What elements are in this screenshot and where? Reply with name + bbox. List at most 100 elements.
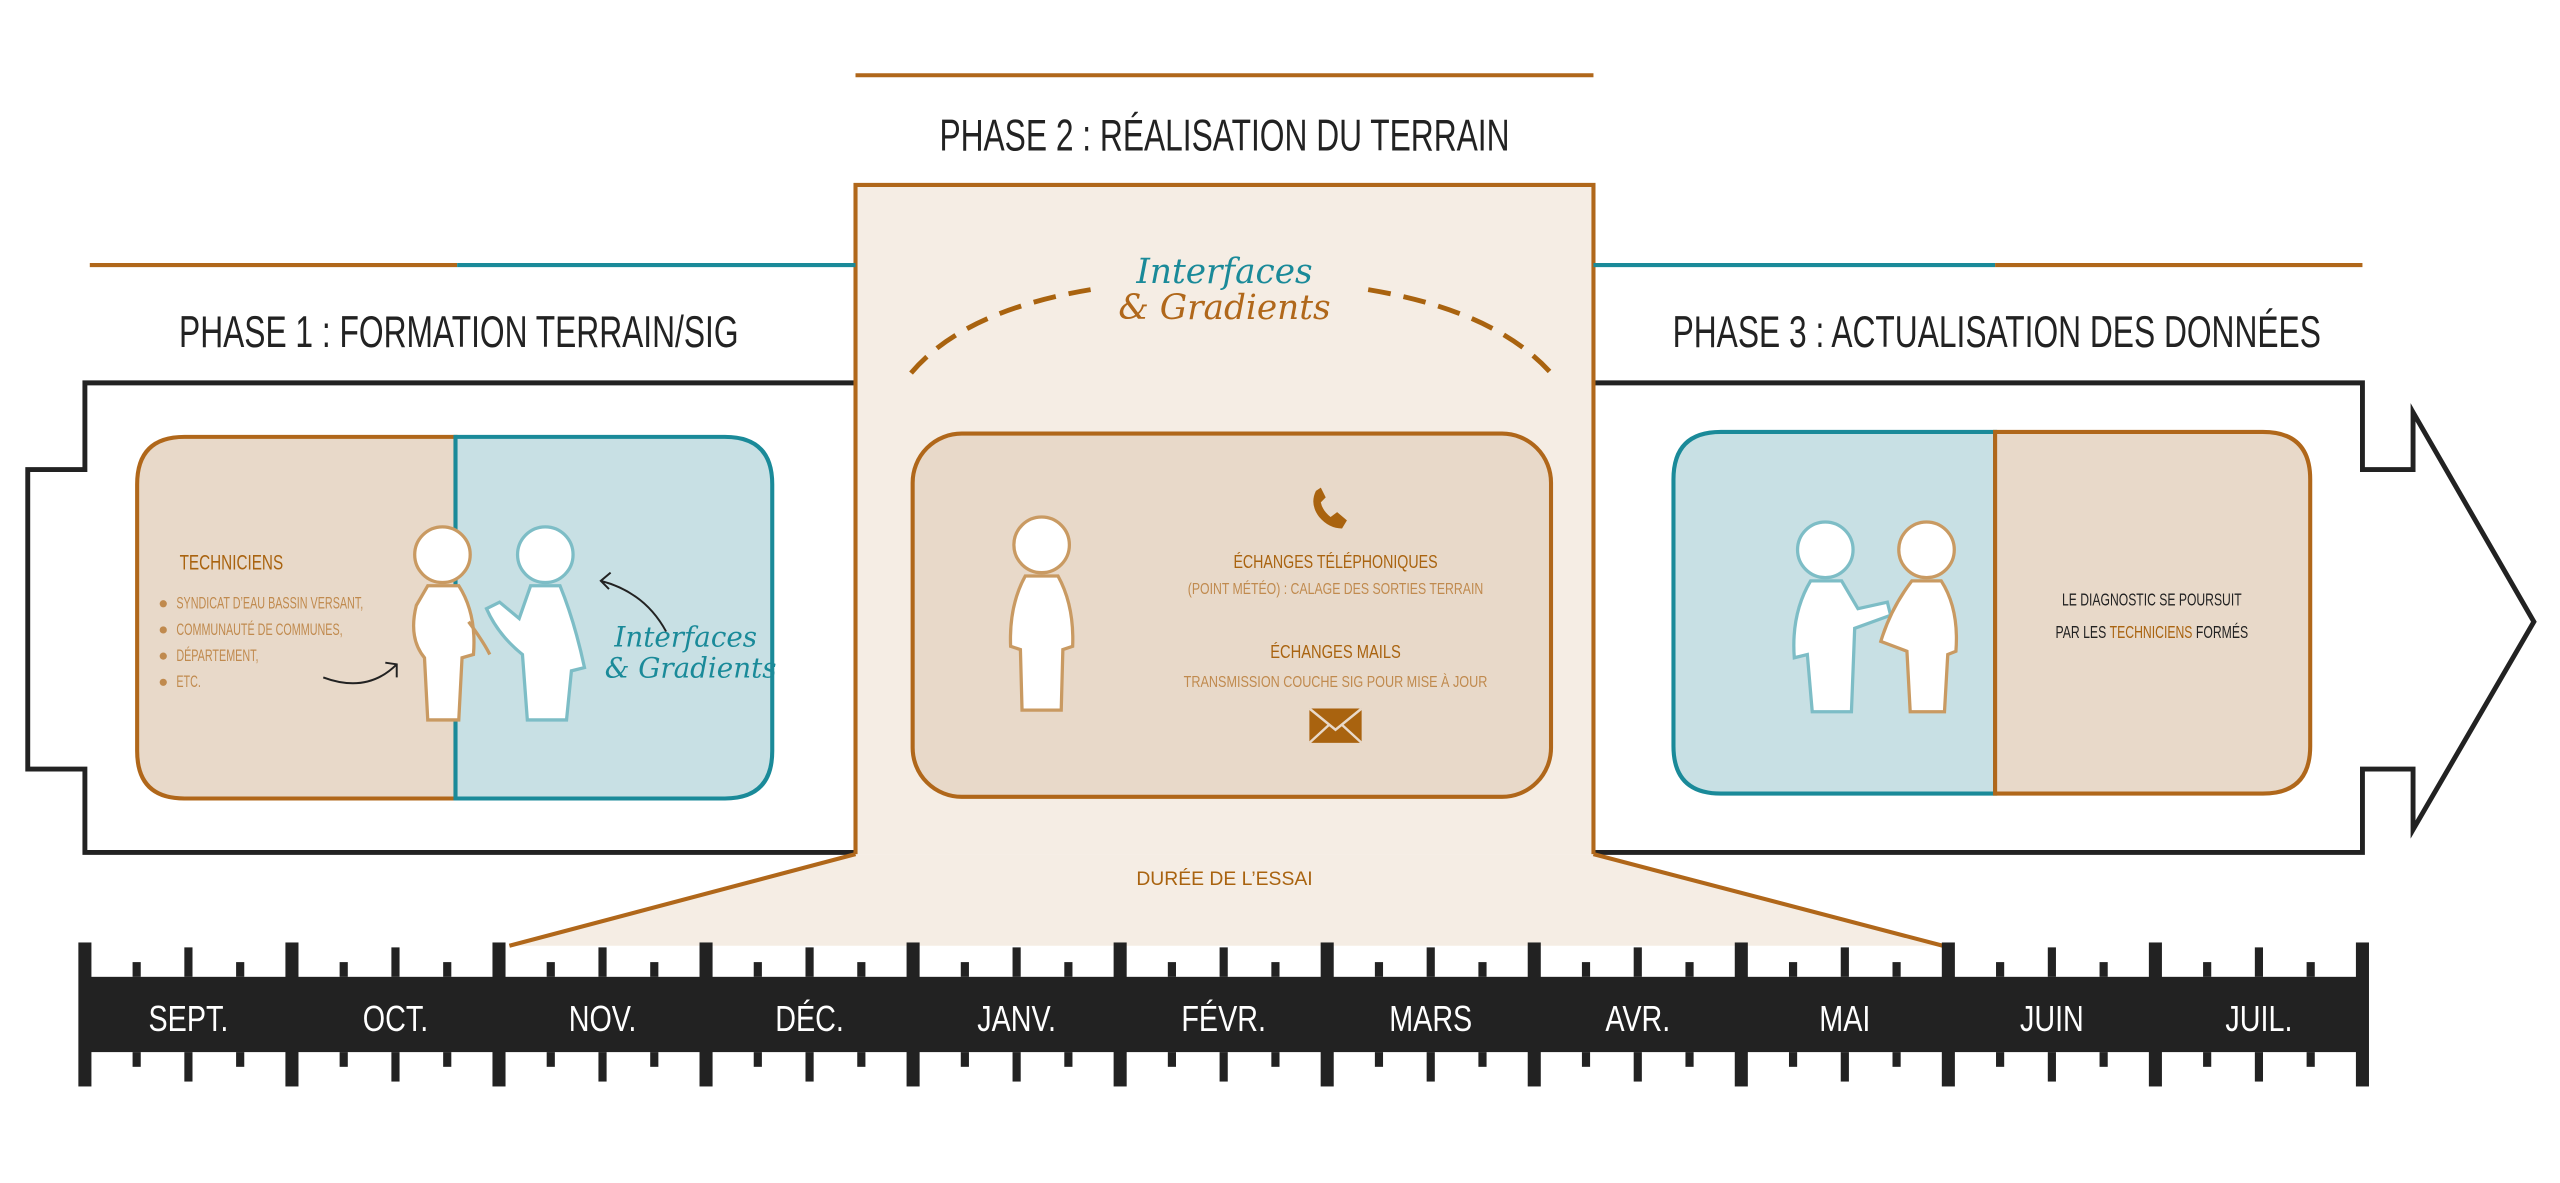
svg-text:& Gradients: & Gradients <box>605 651 777 684</box>
list-item: SYNDICAT D’EAU BASSIN VERSANT, <box>176 593 363 612</box>
minor-tick <box>598 1052 607 1082</box>
minor-tick <box>2047 1052 2056 1082</box>
minor-tick <box>805 947 814 977</box>
minor-tick <box>1685 962 1694 977</box>
month-tick <box>2355 942 2369 1087</box>
month-label: SEPT. <box>149 999 229 1039</box>
diagnostic-line1: LE DIAGNOSTIC SE POURSUIT <box>2062 589 2242 609</box>
mail-icon <box>1308 707 1363 744</box>
person-facilitator-icon <box>484 525 587 722</box>
minor-tick <box>391 1052 400 1082</box>
month-label: JANV. <box>977 999 1056 1039</box>
minor-tick <box>2047 947 2056 977</box>
minor-tick <box>391 947 400 977</box>
person-technician-icon <box>412 525 492 722</box>
phase1-title: PHASE 1 : FORMATION TERRAIN/SIG <box>179 308 738 357</box>
minor-tick <box>236 1052 245 1067</box>
minor-tick <box>598 947 607 977</box>
minor-tick <box>132 1052 141 1067</box>
phase2-card: ÉCHANGES TÉLÉPHONIQUES (POINT MÉTÉO) : C… <box>910 431 1554 799</box>
month-tick <box>906 942 920 1087</box>
minor-tick <box>1892 1052 1901 1067</box>
month-tick <box>78 942 92 1087</box>
minor-tick <box>960 962 969 977</box>
minor-tick <box>1167 962 1176 977</box>
minor-tick <box>2254 947 2264 977</box>
month-label: AVR. <box>1605 999 1670 1039</box>
minor-tick <box>1426 947 1435 977</box>
mail-exchange-title: ÉCHANGES MAILS <box>1270 641 1401 662</box>
person-technician-icon <box>1878 520 1959 714</box>
list-item: COMMUNAUTÉ DE COMMUNES, <box>176 620 342 639</box>
minor-tick <box>1788 962 1798 977</box>
techniciens-heading: TECHNICIENS <box>180 550 284 574</box>
list-item: DÉPARTEMENT, <box>176 646 258 665</box>
svg-text:& Gradients: & Gradients <box>1118 288 1330 328</box>
phase1-card: Interfaces & Gradients TECHNICIENS SYNDI… <box>135 434 777 801</box>
minor-tick <box>1892 962 1901 977</box>
diagnostic-line2: PAR LES TECHNICIENS FORMÉS <box>2056 622 2249 642</box>
minor-tick <box>1840 947 1849 977</box>
minor-tick <box>443 1052 452 1067</box>
month-label: MAI <box>1819 999 1870 1039</box>
month-tick <box>1113 942 1127 1087</box>
month-label: OCT. <box>363 999 428 1039</box>
minor-tick <box>184 947 193 977</box>
arrow-icon <box>599 571 667 633</box>
minor-tick <box>1064 962 1073 977</box>
month-label: JUIL. <box>2225 999 2292 1039</box>
minor-tick <box>546 1052 555 1067</box>
trial-duration-trapezoid <box>509 854 1943 946</box>
month-label: FÉVR. <box>1181 999 1266 1039</box>
interfaces-gradients-logo: Interfaces & Gradients <box>605 620 777 684</box>
svg-text:Interfaces: Interfaces <box>1135 252 1312 292</box>
minor-tick <box>1996 1052 2005 1067</box>
minor-tick <box>1167 1052 1176 1067</box>
month-label: MARS <box>1389 999 1472 1039</box>
month-tick <box>492 942 506 1087</box>
minor-tick <box>1996 962 2005 977</box>
month-tick <box>1320 942 1334 1087</box>
minor-tick <box>1219 947 1228 977</box>
month-label: JUIN <box>2020 999 2084 1039</box>
trial-duration-label: DURÉE DE L’ESSAI <box>1136 867 1312 890</box>
minor-tick <box>753 1052 762 1067</box>
month-tick <box>699 942 713 1087</box>
minor-tick <box>1788 1052 1798 1067</box>
minor-tick <box>1374 1052 1384 1067</box>
minor-tick <box>1374 962 1384 977</box>
minor-tick <box>857 962 866 977</box>
svg-text:Interfaces: Interfaces <box>613 620 757 653</box>
arrow-icon <box>322 661 398 685</box>
minor-tick <box>1064 1052 1073 1067</box>
minor-tick <box>1219 1052 1228 1082</box>
phase3-card: LE DIAGNOSTIC SE POURSUIT PAR LES TECHNI… <box>1671 429 2313 796</box>
list-item: ETC. <box>176 672 201 691</box>
minor-tick <box>1478 962 1487 977</box>
minor-tick <box>2099 962 2108 977</box>
person-technician-icon <box>1008 515 1075 712</box>
phone-exchange-desc: (POINT MÉTÉO) : CALAGE DES SORTIES TERRA… <box>1188 581 1484 598</box>
minor-tick <box>857 1052 866 1067</box>
minor-tick <box>1685 1052 1694 1067</box>
minor-tick <box>1633 1052 1642 1082</box>
minor-tick <box>2306 962 2315 977</box>
month-tick <box>1527 942 1541 1087</box>
minor-tick <box>2203 1052 2212 1067</box>
minor-tick <box>1478 1052 1487 1067</box>
minor-tick <box>1012 1052 1021 1082</box>
timeline-bar <box>84 976 2363 1053</box>
minor-tick <box>2254 1052 2264 1082</box>
process-arrow-outline <box>25 380 2537 855</box>
minor-tick <box>1271 1052 1280 1067</box>
minor-tick <box>546 962 555 977</box>
minor-tick <box>1633 947 1642 977</box>
minor-tick <box>443 962 452 977</box>
minor-tick <box>1012 947 1021 977</box>
minor-tick <box>339 1052 348 1067</box>
phone-exchange-title: ÉCHANGES TÉLÉPHONIQUES <box>1233 551 1437 572</box>
minor-tick <box>753 962 762 977</box>
minor-tick <box>132 962 141 977</box>
techniciens-highlight: TECHNICIENS <box>2110 622 2193 642</box>
